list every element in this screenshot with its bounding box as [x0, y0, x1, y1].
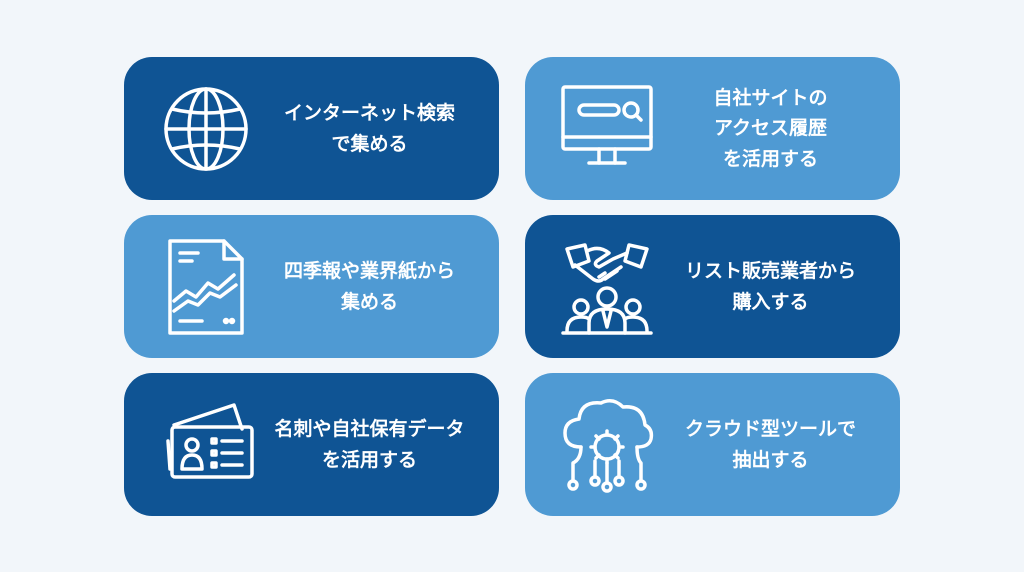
- globe-icon: [158, 81, 254, 177]
- method-grid: インターネット検索 で集める 自社サイトの アクセス履歴 を活用する: [124, 57, 900, 516]
- card-label: インターネット検索 で集める: [283, 102, 455, 155]
- card-label: クラウド型ツールで 抽出する: [684, 418, 856, 471]
- card-cloud-tool: クラウド型ツールで 抽出する: [525, 373, 900, 516]
- monitor-search-icon: [559, 81, 655, 177]
- card-internet-search: インターネット検索 で集める: [124, 57, 499, 200]
- card-list-vendors: リスト販売業者から 購入する: [525, 215, 900, 358]
- card-business-cards: 名刺や自社保有データ を活用する: [124, 373, 499, 516]
- business-card-icon: [158, 397, 254, 493]
- card-label: 名刺や自社保有データ を活用する: [274, 418, 465, 471]
- card-site-access-history: 自社サイトの アクセス履歴 を活用する: [525, 57, 900, 200]
- cloud-gear-icon: [559, 397, 655, 493]
- card-label: 自社サイトの アクセス履歴 を活用する: [713, 86, 828, 170]
- handshake-people-icon: [559, 239, 655, 335]
- document-chart-icon: [158, 238, 254, 335]
- card-label: リスト販売業者から 購入する: [684, 260, 856, 313]
- card-industry-papers: 四季報や業界紙から 集める: [124, 215, 499, 358]
- card-label: 四季報や業界紙から 集める: [283, 260, 455, 313]
